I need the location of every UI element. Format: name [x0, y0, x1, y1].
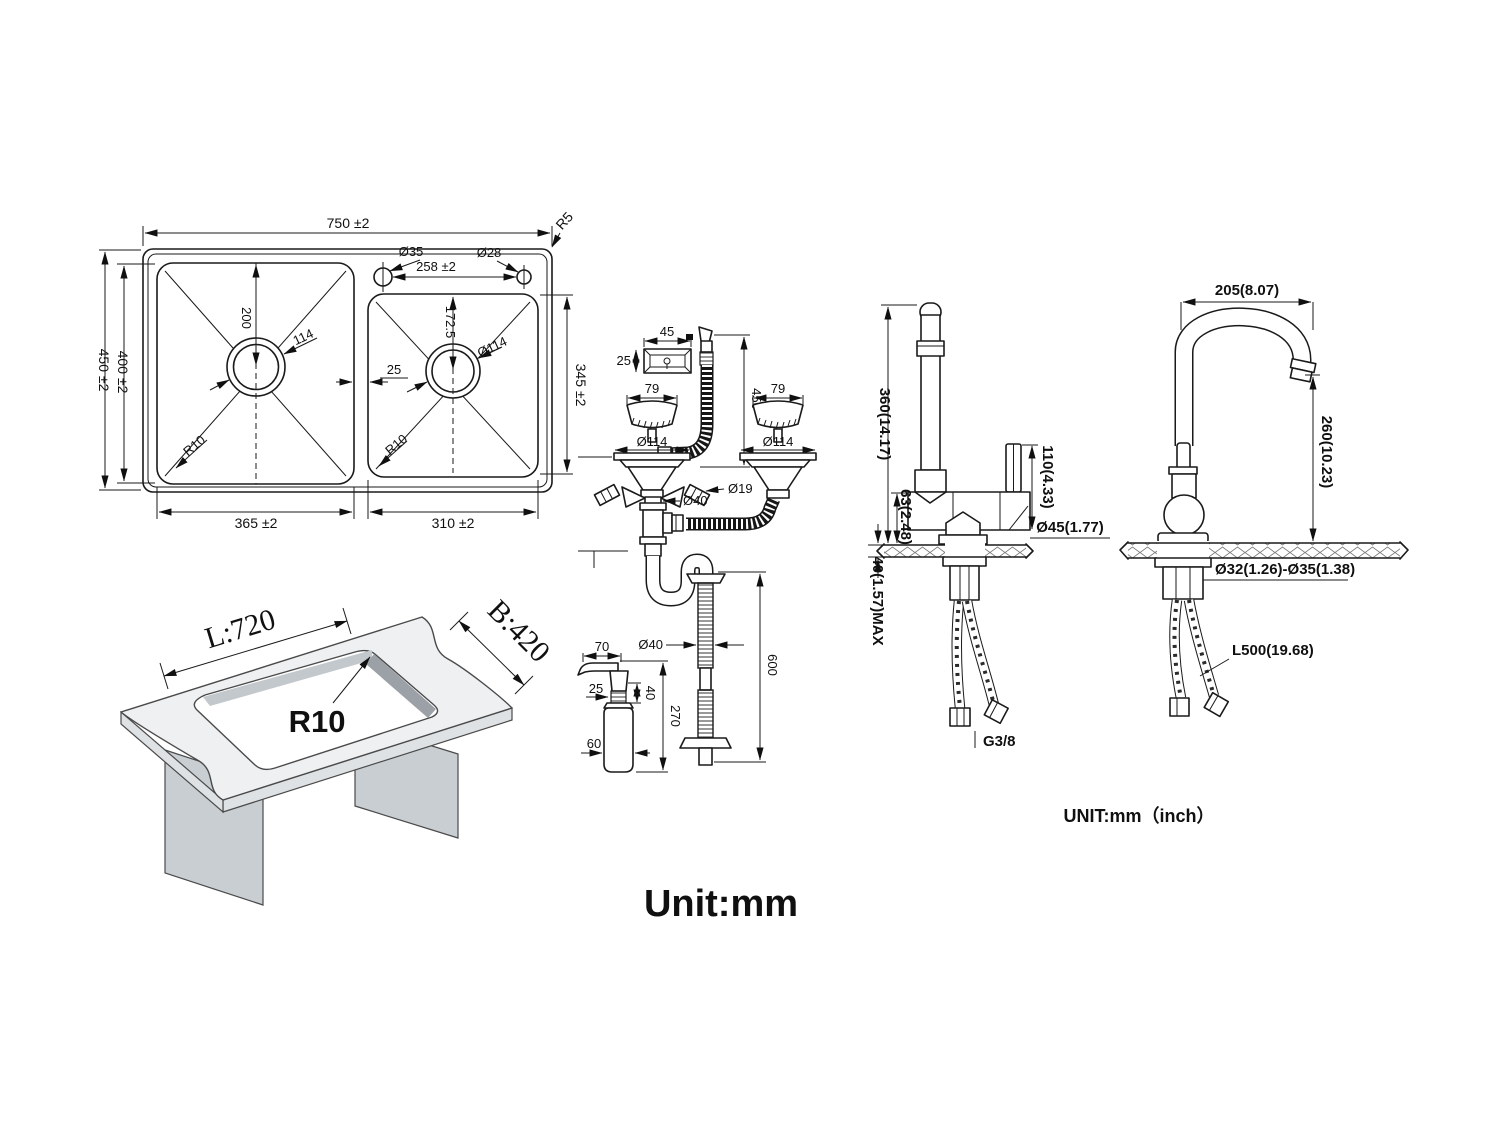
dim-faucet1-deck: 40(1.57)MAX: [869, 556, 886, 645]
faucet2-dimensions: 205(8.07) 260(10.23) Ø32(1.26)-Ø35(1.38)…: [1180, 282, 1355, 677]
sink-top-view: 750 ±2 R5 Ø35 Ø28 258 ±2 450 ±2 400 ±2 2…: [96, 208, 589, 531]
dim-faucet1-handle: 110(4.33): [1039, 445, 1056, 508]
right-strainer: 79 Ø114: [739, 381, 817, 499]
unit-note-center: Unit:mm: [644, 883, 798, 925]
soap-dispenser: 70 25 40 60 270: [577, 639, 683, 773]
dim-cutout-radius: R10: [289, 704, 346, 739]
faucet-gooseneck-view: 205(8.07) 260(10.23) Ø32(1.26)-Ø35(1.38)…: [1119, 282, 1409, 718]
dim-faucet2-reach: 205(8.07): [1215, 282, 1279, 299]
tail-pipe: Ø40 600: [638, 571, 780, 766]
faucet2-lever: [1176, 442, 1191, 470]
faucet-side-view: G3/8 360(14.17) 63(2.48) 110(4.33) Ø45(1…: [868, 302, 1110, 750]
dim-overflow-width: 45: [660, 324, 674, 339]
dim-hole-35: Ø35: [399, 244, 424, 259]
dim-barb-dia: Ø19: [728, 481, 753, 496]
cutout-inner-wall: [366, 654, 436, 718]
dim-flange-left: Ø114: [637, 434, 668, 449]
faucet1-dimensions: 360(14.17) 63(2.48) 110(4.33) Ø45(1.77) …: [868, 304, 1110, 646]
dim-disp-neck: 25: [589, 681, 603, 696]
dim-thread-g38: G3/8: [983, 733, 1016, 750]
dim-tail-length: 600: [765, 654, 780, 676]
dim-faucet2-height: 260(10.23): [1318, 416, 1335, 489]
dim-overall-width: 750 ±2: [327, 215, 370, 231]
dim-left-width: 365 ±2: [235, 515, 278, 531]
faucet2-shank: [1154, 557, 1230, 718]
countertop-cutout-view: L:720 B:420 R10: [120, 594, 556, 906]
dim-cutout-breadth: B:420: [481, 594, 556, 669]
dim-faucet2-hole: Ø32(1.26)-Ø35(1.38): [1215, 561, 1355, 578]
faucet1-shank: G3/8: [942, 556, 1016, 750]
dim-flange-right: Ø114: [763, 434, 794, 449]
left-strainer: 79 Ø114: [578, 381, 691, 499]
faucet2-body: [1157, 307, 1317, 544]
unit-notes: Unit:mm UNIT:mm（inch）: [644, 806, 1215, 925]
dim-disp-height: 270: [668, 705, 683, 727]
overflow-hose: 450: [657, 326, 764, 468]
right-bowl: [367, 293, 539, 478]
top-view-dimensions: 750 ±2 R5 Ø35 Ø28 258 ±2 450 ±2 400 ±2 2…: [96, 208, 589, 531]
left-bowl: [156, 262, 355, 485]
dim-basket-left: 79: [645, 381, 659, 396]
faucet2-countertop: [1119, 541, 1409, 560]
dim-disp-thread: 40: [643, 686, 658, 700]
dim-basket-right: 79: [771, 381, 785, 396]
drain-assembly: 45 25 450: [577, 324, 817, 773]
dim-bowl-gap: 25: [387, 362, 401, 377]
dim-corner-r5: R5: [552, 208, 576, 232]
hose-barbs: Ø19: [593, 481, 753, 508]
dim-faucet1-body: 63(2.48): [897, 489, 914, 545]
dim-hole-28: Ø28: [477, 245, 502, 260]
dim-tail-dia: Ø40: [638, 637, 663, 652]
dim-bowl-depth: 400 ±2: [115, 351, 131, 394]
waste-tee-and-trap: Ø40: [578, 493, 780, 607]
dim-right-center: 172.5: [443, 306, 458, 339]
dim-disp-dia: 60: [587, 736, 601, 751]
dim-right-width: 310 ±2: [432, 515, 475, 531]
dim-faucet1-height: 360(14.17): [876, 388, 893, 461]
unit-note-right: UNIT:mm（inch）: [1063, 806, 1214, 826]
faucet-holes: [373, 262, 532, 292]
dim-left-center: 200: [239, 307, 254, 329]
dim-left-r10: R10: [180, 432, 208, 459]
dim-faucet1-base: Ø45(1.77): [1036, 519, 1104, 536]
dim-hole-spacing: 258 ±2: [416, 259, 456, 274]
dim-cutout-length: L:720: [201, 603, 279, 656]
dim-overflow-height: 25: [617, 353, 631, 368]
overflow-cover: 45 25: [617, 324, 692, 374]
dim-right-r10: R10: [382, 431, 410, 458]
faucet1-body: [907, 302, 1031, 545]
dim-right-drain: Ø114: [475, 334, 509, 361]
dim-pipe-dia: Ø40: [683, 493, 708, 508]
dim-disp-spout: 70: [595, 639, 609, 654]
dim-faucet2-hose: L500(19.68): [1232, 642, 1314, 659]
dim-right-depth: 345 ±2: [573, 364, 589, 407]
dim-overall-depth: 450 ±2: [96, 349, 112, 392]
